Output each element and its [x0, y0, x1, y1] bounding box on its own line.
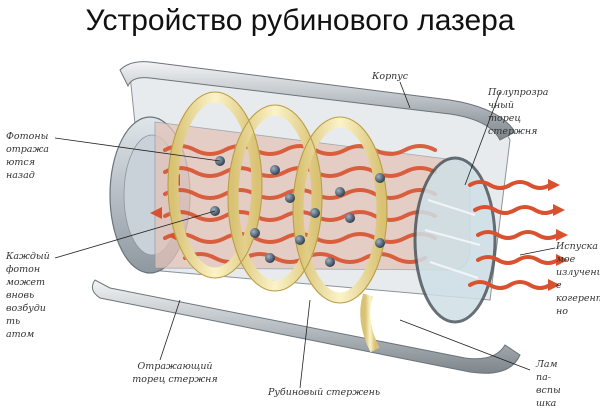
leader-lines — [54, 81, 556, 389]
label-each-photon: Каждый фотон может вновь возбуди ть атом — [6, 251, 50, 340]
label-ruby-rod: Рубиновый стержень — [268, 387, 381, 398]
label-flash-lamp: Лам па- вспы шка — [536, 359, 561, 409]
label-emitted-radiation: Испуска мое излучени е когерент но — [556, 241, 600, 317]
excited-atoms — [210, 156, 385, 267]
emitted-beam — [468, 180, 560, 290]
housing-bottom — [91, 279, 521, 374]
label-reflective-end: Отражающий торец стержня — [132, 361, 218, 385]
lamp-lead-right — [360, 293, 380, 353]
label-housing: Корпус — [372, 71, 409, 82]
housing-top — [119, 61, 516, 141]
page-title: Устройство рубинового лазера — [85, 4, 515, 37]
label-photons-reflected: Фотоны отража ются назад — [6, 131, 49, 181]
label-semitransparent-end: Полупрозра чный торец стержня — [488, 87, 549, 137]
